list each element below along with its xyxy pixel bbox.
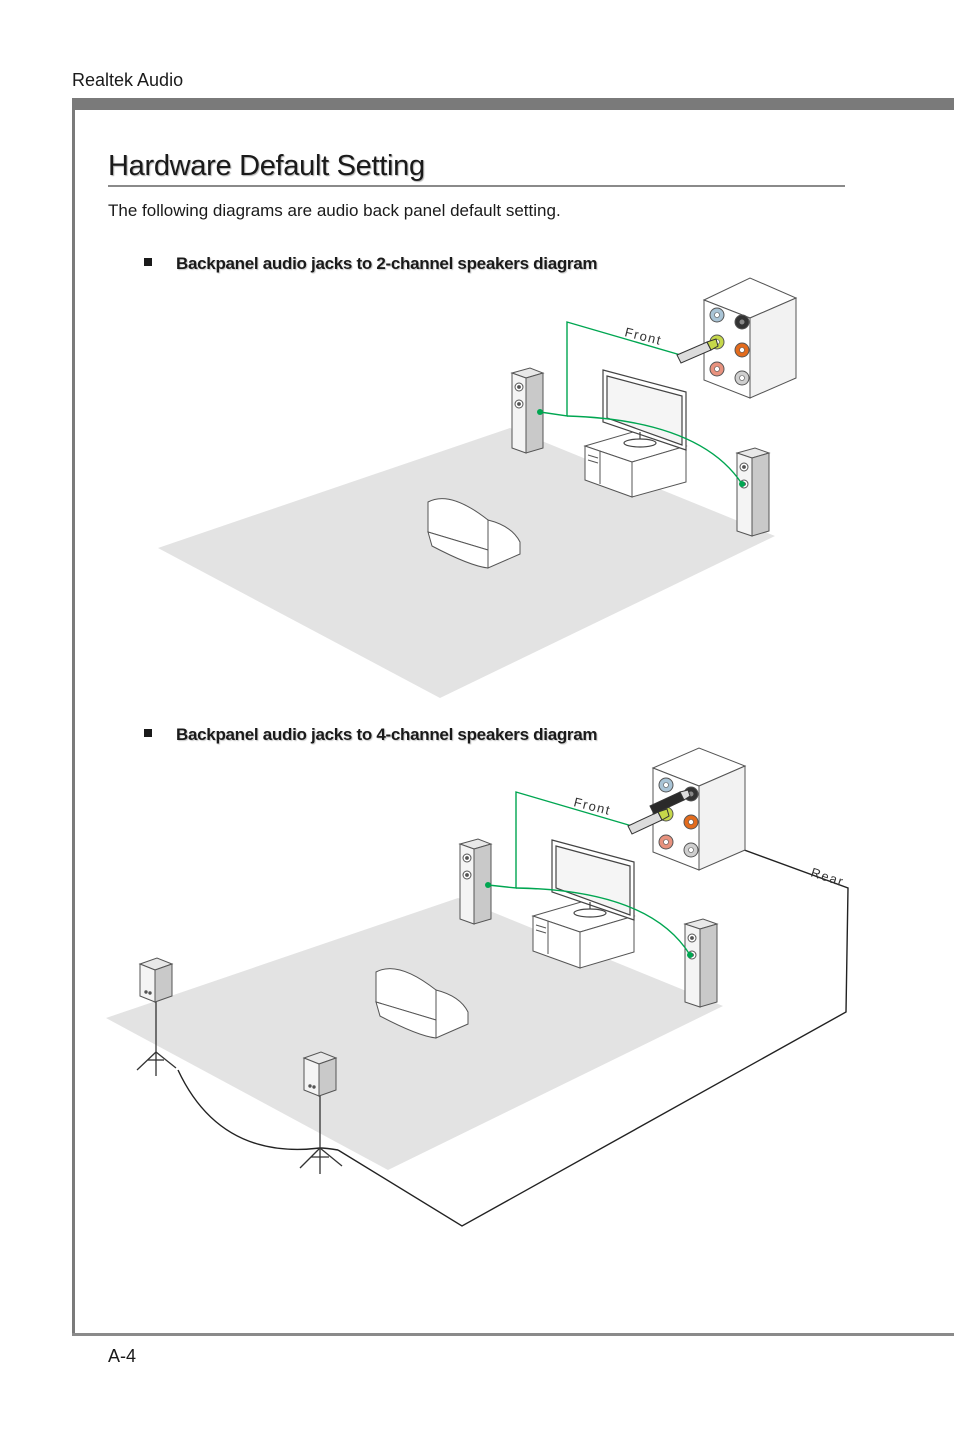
left-margin-rule [72, 98, 75, 1336]
rear-left-speaker [138, 957, 174, 1003]
tv-cabinet [583, 429, 688, 498]
flat-screen-tv [602, 369, 687, 451]
title-underline [108, 185, 845, 187]
front-left-speaker [458, 838, 493, 925]
jack-gray-icon [734, 370, 750, 386]
jack-black-icon [734, 314, 750, 330]
diagram-caption-4ch: Backpanel audio jacks to 4-channel speak… [144, 725, 598, 745]
jack-pink-icon [658, 834, 674, 850]
rear-right-tripod [299, 1096, 343, 1174]
jack-pink-icon [709, 361, 725, 377]
footer-rule [72, 1333, 954, 1336]
front-audio-plug [627, 808, 670, 835]
diagram-2-channel: Front [158, 277, 798, 698]
jack-orange-icon [683, 814, 699, 830]
jack-light-blue-icon [709, 307, 725, 323]
front-speaker-cable [539, 321, 743, 485]
room-floor [106, 898, 723, 1170]
jack-gray-icon [683, 842, 699, 858]
cable-joint [537, 409, 543, 415]
jack-light-blue-icon [658, 777, 674, 793]
header-bar [73, 98, 954, 110]
front-right-speaker [683, 918, 719, 1008]
diagram-4-channel: Rear Front [106, 747, 849, 1227]
cable-joint [485, 882, 491, 888]
sofa [375, 968, 469, 1039]
diagram-caption-2ch: Backpanel audio jacks to 2-channel speak… [144, 254, 598, 274]
room-floor [158, 428, 775, 698]
flat-screen-tv [551, 839, 635, 921]
caption-text: Backpanel audio jacks to 4-channel speak… [176, 725, 598, 744]
intro-text: The following diagrams are audio back pa… [108, 201, 561, 220]
bullet-square-icon [144, 258, 152, 266]
rear-speaker-cable [177, 821, 849, 1227]
front-right-speaker [735, 447, 771, 537]
rear-cable-label: Rear [809, 865, 846, 890]
front-audio-plug [676, 338, 719, 364]
front-speaker-cable [487, 791, 691, 956]
cable-joint [739, 481, 745, 487]
bullet-square-icon [144, 729, 152, 737]
running-header: Realtek Audio [72, 70, 184, 90]
rear-left-tripod [136, 1002, 177, 1076]
rear-audio-plug [649, 789, 691, 815]
section-title: Hardware Default Setting [108, 150, 425, 182]
sofa [427, 498, 521, 569]
cable-joint [687, 952, 693, 958]
caption-text: Backpanel audio jacks to 2-channel speak… [176, 254, 598, 273]
page-number: A-4 [108, 1346, 137, 1366]
jack-orange-icon [734, 342, 750, 358]
front-left-speaker [510, 367, 545, 454]
rear-right-speaker [302, 1051, 338, 1097]
